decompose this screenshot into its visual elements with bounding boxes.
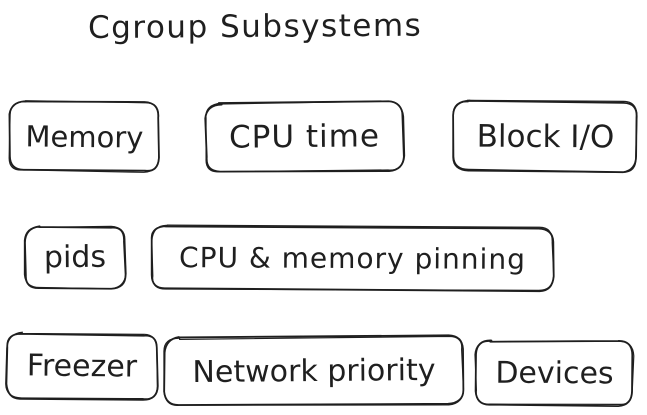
subsystem-box-network-priority: Network priority	[163, 334, 465, 408]
subsystem-box-cpu-time: CPU time	[204, 100, 406, 173]
subsystem-box-cpu-memory-pinning: CPU & memory pinning	[150, 224, 555, 293]
subsystem-box-devices: Devices	[474, 339, 635, 408]
subsystem-label-memory: Memory	[25, 118, 144, 155]
subsystem-box-freezer: Freezer	[5, 331, 159, 401]
diagram-title: Cgroup Subsystems	[87, 7, 423, 46]
subsystem-label-devices: Devices	[495, 355, 614, 391]
subsystem-label-network-priority: Network priority	[192, 352, 436, 390]
subsystem-label-freezer: Freezer	[26, 348, 138, 385]
subsystem-label-cpu-memory-pinning: CPU & memory pinning	[179, 241, 526, 276]
subsystem-box-memory: Memory	[8, 100, 161, 173]
subsystem-label-pids: pids	[43, 239, 107, 276]
subsystem-label-block-io: Block I/O	[476, 118, 615, 155]
subsystem-box-block-io: Block I/O	[452, 99, 638, 174]
subsystem-label-cpu-time: CPU time	[228, 118, 381, 156]
subsystem-box-pids: pids	[23, 225, 127, 290]
